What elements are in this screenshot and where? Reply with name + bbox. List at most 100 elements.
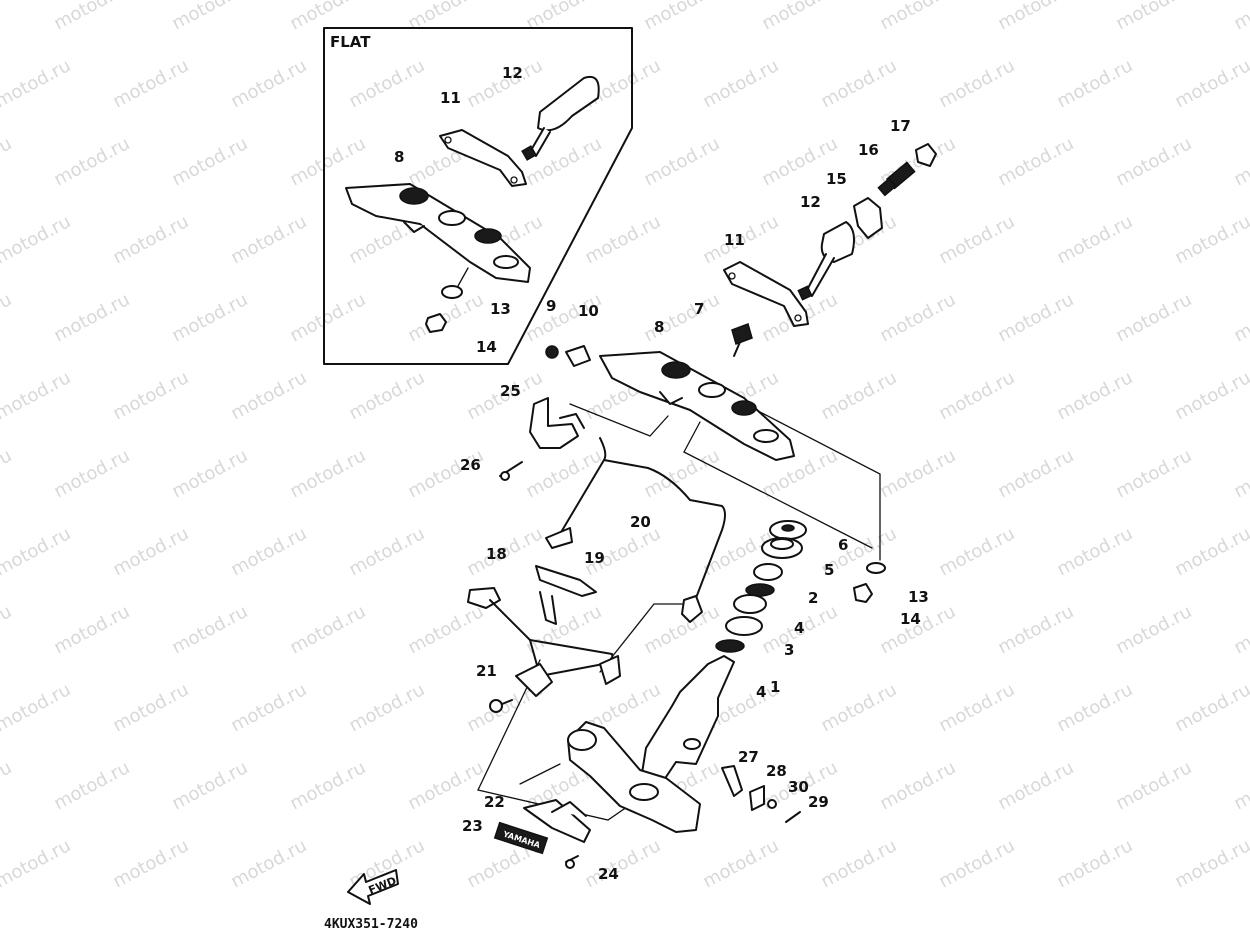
handle-part-inset [521, 76, 600, 161]
watermark-text: motod.ru [1171, 211, 1250, 268]
watermark-text: motod.ru [168, 0, 251, 34]
watermark-text: motod.ru [935, 367, 1018, 424]
watermark-text: motod.ru [640, 445, 723, 502]
watermark-text: motod.ru [1230, 757, 1250, 814]
callout-number: 30 [788, 778, 809, 796]
handle-part [797, 221, 855, 301]
watermark-text: motod.ru [168, 601, 251, 658]
watermark-text: motod.ru [640, 289, 723, 346]
emblem-plate [493, 821, 549, 855]
bracket-part-inset [345, 183, 531, 287]
watermark-text: motod.ru [1112, 601, 1195, 658]
lower-bracket-assembly [467, 565, 621, 713]
watermark-text: motod.ru [876, 445, 959, 502]
watermark-text: motod.ru [1112, 0, 1195, 34]
watermark-text: motod.ru [50, 133, 133, 190]
watermark-text: motod.ru [935, 523, 1018, 580]
watermark-text: motod.ru [994, 757, 1077, 814]
watermark-text: motod.ru [1053, 211, 1136, 268]
callout-number: 17 [890, 117, 911, 135]
callout-number: 22 [484, 793, 505, 811]
watermark-text: motod.ru [286, 133, 369, 190]
callout-number: 13 [908, 588, 929, 606]
watermark-text: motod.ru [1112, 757, 1195, 814]
flat-inset-title: FLAT [330, 33, 371, 51]
plate-part-inset [439, 129, 527, 187]
watermark-text: motod.ru [345, 679, 428, 736]
washer-part-inset [441, 285, 463, 299]
callout-number: 1 [770, 678, 780, 696]
callout-number: 29 [808, 793, 829, 811]
watermark-text: motod.ru [1171, 835, 1250, 892]
callout-number: 6 [838, 536, 848, 554]
watermark-text: motod.ru [1171, 523, 1250, 580]
watermark-text: motod.ru [581, 835, 664, 892]
watermark-text: motod.ru [994, 289, 1077, 346]
watermark-text: motod.ru [1053, 55, 1136, 112]
watermark-text: motod.ru [994, 601, 1077, 658]
watermark-text: motod.ru [404, 757, 487, 814]
watermark-text: motod.ru [876, 757, 959, 814]
bearing-stack [715, 520, 886, 653]
callout-number: 24 [598, 865, 619, 883]
cap-nut-part [915, 143, 937, 167]
upper-hardware [723, 143, 937, 357]
watermark-text: motod.ru [1171, 55, 1250, 112]
watermark-text: motod.ru [522, 0, 605, 34]
cap-part [853, 197, 883, 239]
watermark-text: motod.ru [286, 289, 369, 346]
watermark-text: motod.ru [1053, 679, 1136, 736]
watermark-text: motod.ru [1112, 289, 1195, 346]
callout-number: 4 [756, 683, 766, 701]
bracket-assembly [545, 345, 795, 461]
watermark-text: motod.ru [227, 367, 310, 424]
callout-number: 10 [578, 302, 599, 320]
clip-part [565, 345, 591, 367]
plate-part [723, 261, 809, 327]
watermark-text: motod.ru [935, 55, 1018, 112]
watermark-text: motod.ru [109, 55, 192, 112]
watermark-text: motod.ru [1112, 133, 1195, 190]
watermark-text: motod.ru [0, 367, 74, 424]
watermark-text: motod.ru [1171, 367, 1250, 424]
watermark-text: motod.ru [109, 679, 192, 736]
callout-number: 21 [476, 662, 497, 680]
watermark-text: motod.ru [109, 211, 192, 268]
watermark-text: motod.ru [1230, 601, 1250, 658]
watermark-text: motod.ru [227, 211, 310, 268]
watermark-text: motod.ru [1171, 679, 1250, 736]
watermark-text: motod.ru [994, 133, 1077, 190]
watermark-text: motod.ru [0, 133, 15, 190]
watermark-text: motod.ru [935, 679, 1018, 736]
callout-number: 12 [800, 193, 821, 211]
watermark-text: motod.ru [0, 211, 74, 268]
watermark-text: motod.ru [640, 0, 723, 34]
watermark-text: motod.ru [0, 445, 15, 502]
callout-number: 8 [394, 148, 404, 166]
watermark-text: motod.ru [404, 601, 487, 658]
watermark-text: motod.ru [0, 289, 15, 346]
screw-part [731, 323, 753, 357]
callout-number: 13 [490, 300, 511, 318]
under-bracket-assembly [567, 655, 801, 833]
callout-number: 28 [766, 762, 787, 780]
watermark-text: motod.ru [1053, 367, 1136, 424]
watermark-text: motod.ru [1230, 0, 1250, 34]
watermark-text: motod.ru [168, 289, 251, 346]
watermark-text: motod.ru [699, 55, 782, 112]
watermark-text: motod.ru [817, 679, 900, 736]
watermark-text: motod.ru [1112, 445, 1195, 502]
callout-number: 14 [900, 610, 921, 628]
watermark-text: motod.ru [935, 211, 1018, 268]
watermark-text: motod.ru [168, 445, 251, 502]
callout-number: 20 [630, 513, 651, 531]
watermark-text: motod.ru [50, 757, 133, 814]
watermark-text: motod.ru [935, 835, 1018, 892]
flat-inset: FLAT [323, 27, 633, 365]
watermark-text: motod.ru [345, 367, 428, 424]
watermark-text: motod.ru [168, 757, 251, 814]
callout-number: 18 [486, 545, 507, 563]
